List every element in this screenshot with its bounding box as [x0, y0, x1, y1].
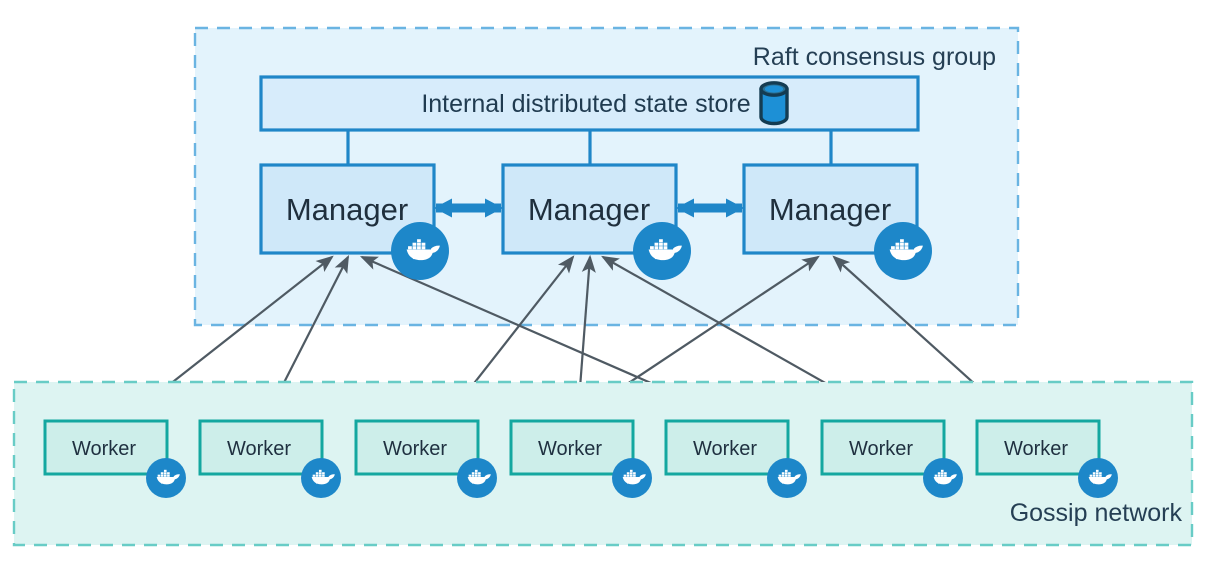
worker-node-4[interactable]: Worker: [509, 419, 652, 498]
docker-whale-icon: [146, 458, 186, 498]
docker-whale-icon: [633, 222, 691, 280]
manager-link-1-2: [434, 198, 503, 218]
docker-whale-icon: [874, 222, 932, 280]
worker-label-7: Worker: [1004, 438, 1068, 460]
worker-box-4[interactable]: [509, 419, 635, 476]
worker-box-2[interactable]: [198, 419, 324, 476]
manager-node-1[interactable]: Manager: [259, 163, 449, 280]
worker-box-6[interactable]: [820, 419, 946, 476]
state-store-label: Internal distributed state store: [421, 90, 750, 118]
manager-label-1: Manager: [286, 192, 408, 227]
docker-whale-icon: [301, 458, 341, 498]
worker-node-1[interactable]: Worker: [43, 419, 186, 498]
worker-label-2: Worker: [227, 438, 291, 460]
worker-box-1[interactable]: [43, 419, 169, 476]
manager-node-2[interactable]: Manager: [501, 163, 691, 280]
worker-node-3[interactable]: Worker: [354, 419, 497, 498]
docker-whale-icon: [457, 458, 497, 498]
manager-node-3[interactable]: Manager: [742, 163, 932, 280]
worker-label-1: Worker: [72, 438, 136, 460]
worker-node-7[interactable]: Worker: [975, 419, 1118, 498]
raft-group-label: Raft consensus group: [753, 43, 996, 71]
worker-box-5[interactable]: [664, 419, 790, 476]
worker-node-5[interactable]: Worker: [664, 419, 807, 498]
internal-state-store[interactable]: Internal distributed state store: [259, 75, 920, 132]
manager-label-2: Manager: [528, 192, 650, 227]
worker-label-4: Worker: [538, 438, 602, 460]
worker-label-6: Worker: [849, 438, 913, 460]
worker-node-2[interactable]: Worker: [198, 419, 341, 498]
worker-node-6[interactable]: Worker: [820, 419, 963, 498]
manager-label-3: Manager: [769, 192, 891, 227]
manager-link-2-3: [676, 198, 744, 218]
docker-whale-icon: [391, 222, 449, 280]
worker-label-5: Worker: [693, 438, 757, 460]
worker-label-3: Worker: [383, 438, 447, 460]
docker-whale-icon: [767, 458, 807, 498]
docker-whale-icon: [612, 458, 652, 498]
database-cylinder-icon: [759, 81, 789, 126]
docker-whale-icon: [1078, 458, 1118, 498]
store-connector-lines: [346, 130, 833, 167]
docker-whale-icon: [923, 458, 963, 498]
worker-box-3[interactable]: [354, 419, 480, 476]
gossip-network-label: Gossip network: [1010, 499, 1183, 527]
worker-box-7[interactable]: [975, 419, 1101, 476]
manager-peer-links: [434, 198, 744, 218]
state-store-box[interactable]: [259, 75, 920, 132]
